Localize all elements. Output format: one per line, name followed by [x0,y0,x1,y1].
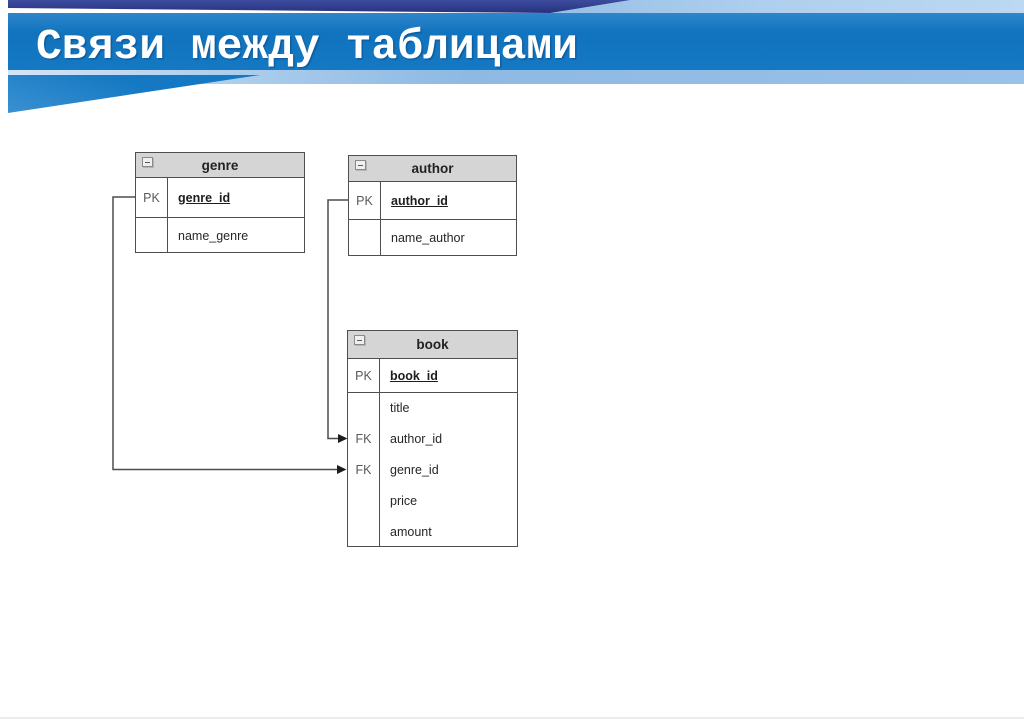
table-title: book [416,337,449,352]
key-cell: FK [348,454,380,486]
collapse-icon [142,157,153,167]
slide-bottom-border [0,717,1024,719]
connector-author-book [327,199,348,440]
key-cell [348,516,380,547]
table-row: amount [348,516,517,547]
key-cell: PK [349,182,381,219]
arrowhead-icon [338,434,348,443]
page-title: Связи между таблицами [36,22,578,71]
key-cell [348,485,380,517]
table-title: genre [201,157,239,173]
field-name: amount [390,524,432,539]
table-title: author [411,161,454,176]
table-row: name_author [349,219,516,256]
connector-genre-book [112,196,337,471]
field-name: price [390,493,418,508]
field-name: author_id [391,193,448,208]
table-row: title [348,393,517,424]
field-name: name_author [391,231,465,245]
entity-table-genre: genre PK genre_id name_genre [135,152,305,253]
entity-table-book: book PK book_id title FK author_id FK ge… [347,330,518,547]
collapse-icon [355,160,366,170]
key-cell: FK [348,423,380,455]
entity-table-author: author PK author_id name_author [348,155,517,256]
field-name: author_id [390,432,443,447]
table-row: price [348,485,517,517]
field-name: name_genre [178,228,249,243]
table-header: book [348,331,517,359]
arrowhead-icon [337,465,347,474]
key-cell: PK [136,178,168,217]
field-name: title [390,401,410,416]
table-header: author [349,156,516,182]
table-row: FK genre_id [348,454,517,486]
table-row: PK author_id [349,182,516,219]
key-cell [349,220,381,256]
table-row: name_genre [136,217,304,253]
collapse-icon [354,335,365,345]
key-cell [348,393,380,424]
field-name: genre_id [178,190,231,205]
under-band-stripe [8,70,1024,84]
table-row: FK author_id [348,423,517,455]
field-name: genre_id [390,462,439,477]
key-cell [136,218,168,253]
field-name: book_id [390,368,438,383]
table-row: PK genre_id [136,178,304,217]
key-cell: PK [348,359,380,392]
table-row: PK book_id [348,359,517,393]
table-header: genre [136,153,304,178]
title-band [8,13,1024,70]
